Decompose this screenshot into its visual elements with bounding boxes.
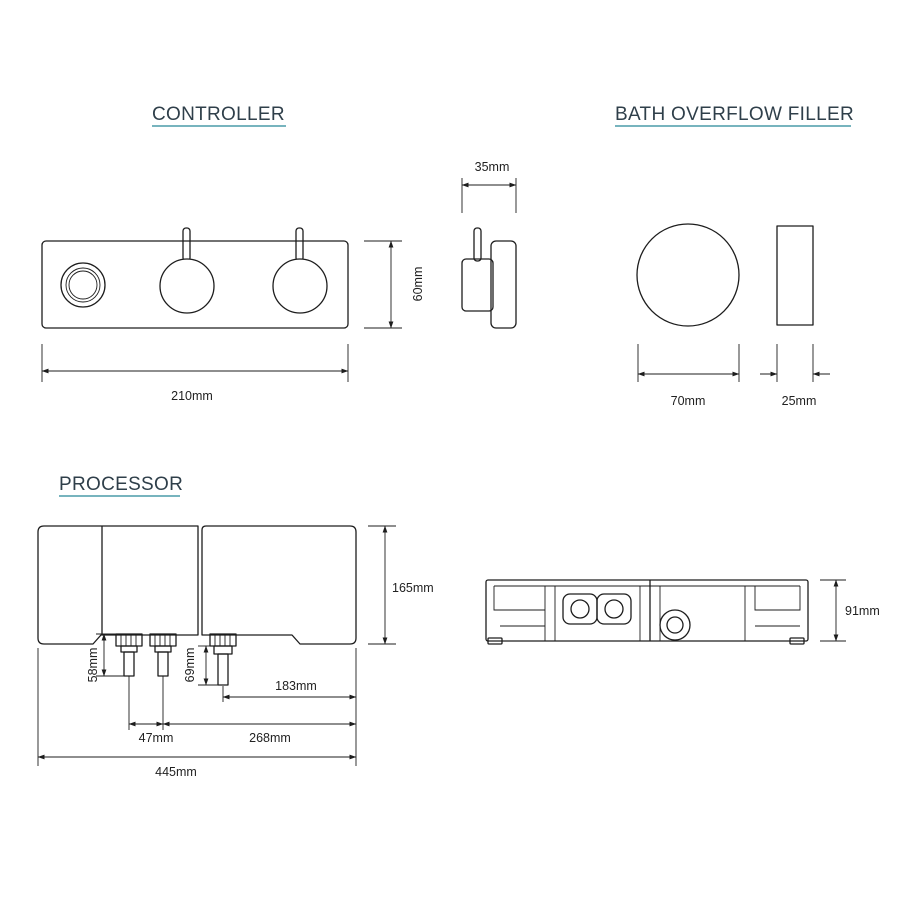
controller-dial-right bbox=[272, 227, 328, 314]
svg-text:69mm: 69mm bbox=[183, 648, 197, 683]
processor-side-view bbox=[485, 579, 809, 645]
controller-dial-left bbox=[159, 227, 215, 314]
dimension-controller-height: 60mm bbox=[364, 240, 425, 329]
svg-text:35mm: 35mm bbox=[475, 160, 510, 174]
dimension-filler-diameter: 70mm bbox=[637, 344, 740, 408]
filler-side-view bbox=[776, 225, 814, 326]
processor-side-port-2 bbox=[596, 593, 632, 625]
dimension-controller-width: 210mm bbox=[41, 344, 349, 403]
dimension-filler-depth: 25mm bbox=[760, 344, 830, 408]
svg-text:268mm: 268mm bbox=[249, 731, 291, 745]
controller-heading: CONTROLLER bbox=[152, 104, 286, 127]
svg-text:BATH OVERFLOW FILLER: BATH OVERFLOW FILLER bbox=[615, 104, 854, 125]
dimension-processor-width: 445mm bbox=[37, 648, 357, 779]
processor-inlet bbox=[209, 633, 237, 686]
svg-text:70mm: 70mm bbox=[671, 394, 706, 408]
processor-heading: PROCESSOR bbox=[59, 474, 183, 497]
svg-text:60mm: 60mm bbox=[411, 267, 425, 302]
processor-outlet-2 bbox=[149, 633, 177, 677]
dimension-outlet-depth-69: 69mm bbox=[183, 645, 218, 686]
svg-text:CONTROLLER: CONTROLLER bbox=[152, 104, 285, 125]
dimension-inlet-to-end: 183mm bbox=[222, 648, 357, 702]
dimension-processor-depth: 91mm bbox=[820, 579, 880, 642]
svg-text:58mm: 58mm bbox=[86, 648, 100, 683]
processor-front-view bbox=[37, 525, 357, 686]
bath-overflow-filler-heading: BATH OVERFLOW FILLER bbox=[615, 104, 854, 127]
dimension-processor-height: 165mm bbox=[368, 525, 434, 645]
dimension-outlet-depth-58: 58mm bbox=[86, 633, 124, 683]
svg-text:210mm: 210mm bbox=[171, 389, 213, 403]
svg-text:165mm: 165mm bbox=[392, 581, 434, 595]
controller-front-view bbox=[41, 227, 349, 329]
svg-text:183mm: 183mm bbox=[275, 679, 317, 693]
svg-text:47mm: 47mm bbox=[139, 731, 174, 745]
dimension-outlet-to-end: 268mm bbox=[162, 702, 357, 745]
processor-side-port-1 bbox=[562, 593, 598, 625]
svg-text:445mm: 445mm bbox=[155, 765, 197, 779]
dimension-outlet-spacing: 47mm bbox=[128, 676, 174, 745]
controller-push-button bbox=[60, 262, 106, 308]
processor-side-port-3 bbox=[659, 609, 691, 641]
controller-side-view bbox=[461, 227, 517, 329]
svg-text:91mm: 91mm bbox=[845, 604, 880, 618]
svg-text:25mm: 25mm bbox=[782, 394, 817, 408]
dimension-controller-depth: 35mm bbox=[461, 160, 517, 213]
processor-outlet-1 bbox=[115, 633, 143, 677]
filler-front-view bbox=[636, 223, 740, 327]
svg-text:PROCESSOR: PROCESSOR bbox=[59, 474, 183, 495]
